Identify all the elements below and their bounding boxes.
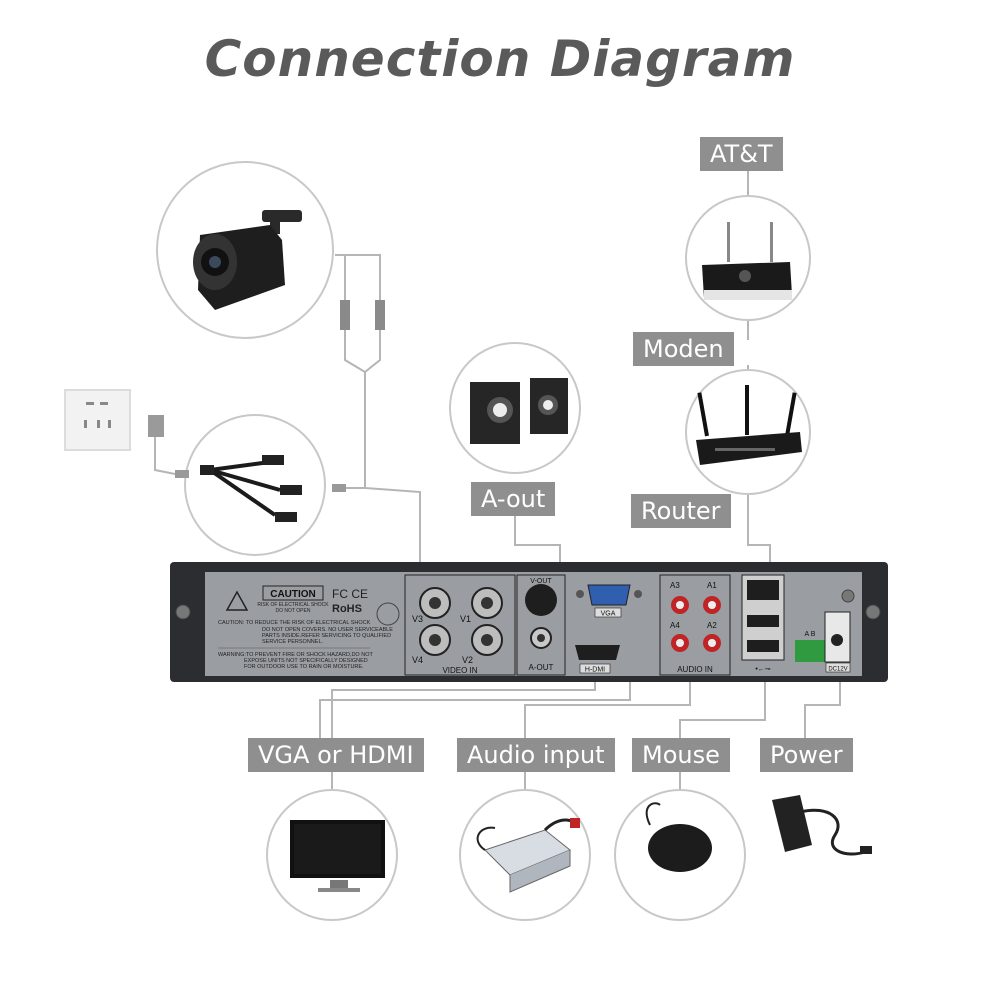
rca-audio-ports: [671, 596, 721, 652]
caution-sub1: RISK OF ELECTRICAL SHOCK: [257, 602, 329, 608]
label-aout: A-out: [471, 482, 556, 516]
a3-label: A3: [670, 581, 680, 590]
monitor-icon: [290, 820, 385, 892]
vout-label: V-OUT: [530, 578, 552, 585]
camera-node: [156, 161, 385, 339]
audio-in-label: AUDIO IN: [677, 665, 713, 674]
label-audio-input: Audio input: [457, 738, 615, 772]
video-in-label: VIDEO IN: [442, 666, 477, 675]
audio-pickup-icon: [476, 818, 580, 893]
vga-port: VGA: [576, 584, 642, 618]
label-att: AT&T: [700, 137, 783, 171]
rohs-mark: RoHS: [332, 603, 362, 615]
warning-line-5: WARNING:TO PREVENT FIRE OR SHOCK HAZARD,…: [218, 652, 373, 658]
bnc-connectors: [419, 587, 503, 656]
monitor-node: [266, 789, 398, 921]
modem-node: [685, 195, 811, 321]
label-power: Power: [760, 738, 853, 772]
router-icon: [696, 385, 802, 465]
ab-label: A B: [805, 631, 816, 638]
usb-symbol: •←⊸: [755, 666, 770, 673]
a1-label: A1: [707, 581, 717, 590]
mouse-icon: [645, 802, 712, 872]
power-splitter-node: [175, 414, 346, 556]
hdmi-port: H-DMI: [575, 645, 620, 674]
power-terminal: A B DC12V: [795, 611, 851, 673]
warning-line-7: FOR OUTDOOR USE TO RAIN OR MOISTURE.: [244, 664, 364, 670]
speakers-node: [449, 342, 581, 474]
v1-label: V1: [460, 614, 471, 624]
hdmi-label: H-DMI: [585, 667, 605, 674]
fcc-mark: FC CE: [332, 587, 368, 601]
router-node: [685, 369, 811, 495]
microphone-node: [459, 789, 591, 921]
warning-line-1: CAUTION: TO REDUCE THE RISK OF ELECTRICA…: [218, 620, 371, 626]
dc-label: DC12V: [828, 667, 847, 673]
warning-line-3: PARTS INSIDE.REFER SERVICING TO QUALIFIE…: [262, 633, 391, 639]
aout-label: A-OUT: [529, 663, 554, 672]
dvr-back-panel: CAUTION RISK OF ELECTRICAL SHOCK DO NOT …: [170, 562, 888, 682]
caution-text: CAUTION: [270, 589, 316, 600]
vga-label: VGA: [601, 611, 616, 618]
label-modem: Moden: [633, 332, 734, 366]
a4-label: A4: [670, 621, 680, 630]
v2-label: V2: [462, 655, 473, 665]
lan-usb-ports: •←⊸: [741, 574, 785, 673]
diagram-title: Connection Diagram: [204, 30, 796, 88]
caution-sub2: DO NOT OPEN: [276, 608, 311, 614]
power-splitter-icon: [208, 460, 281, 517]
power-adapter-node: [761, 779, 872, 881]
label-router: Router: [631, 494, 731, 528]
v3-label: V3: [412, 614, 423, 624]
bullet-camera-icon: [193, 210, 302, 310]
power-adapter-icon: [772, 795, 872, 856]
speakers-icon: [470, 378, 568, 444]
a2-label: A2: [707, 621, 717, 630]
label-mouse: Mouse: [632, 738, 730, 772]
warning-line-6: EXPOSE UNITS NOT SPECIFICALLY DESIGNED: [244, 658, 368, 664]
warning-line-4: SERVICE PERSONNEL.: [262, 639, 324, 645]
warning-line-2: DO NOT OPEN COVERS. NO USER SERVICEABLE: [262, 627, 393, 633]
mouse-node: [614, 789, 746, 921]
v4-label: V4: [412, 655, 423, 665]
modem-icon: [702, 222, 792, 300]
label-vga-hdmi: VGA or HDMI: [248, 738, 424, 772]
wall-outlet-icon: [64, 389, 164, 451]
